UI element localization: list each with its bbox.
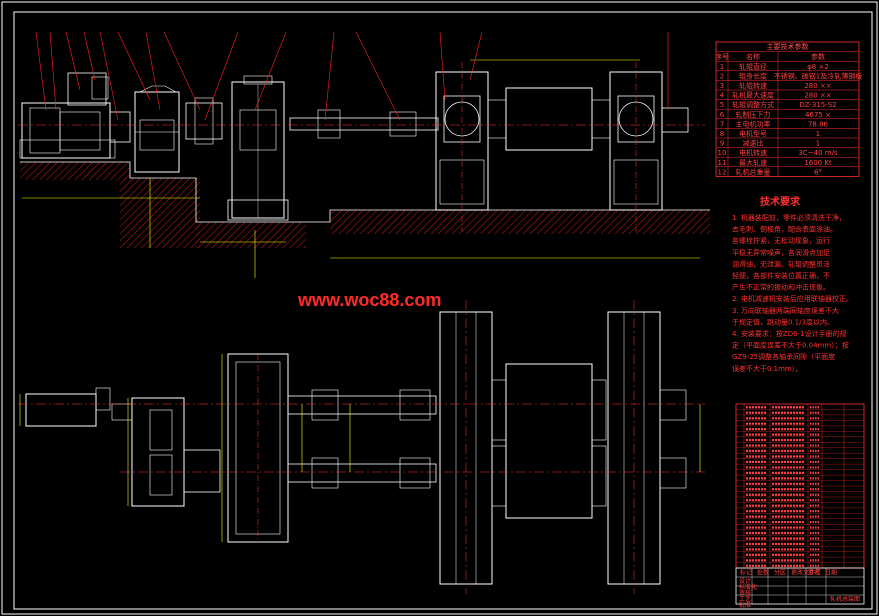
- foundation-stands: [330, 210, 710, 234]
- spec-table-cell: 主电机功率: [736, 119, 771, 128]
- spec-table-cell: 减速比: [743, 139, 764, 148]
- spec-table-header-cell: 名称: [746, 52, 760, 61]
- spec-table-cell: 7: [720, 120, 724, 128]
- reducer-plan: [131, 397, 185, 507]
- tech-requirement-line: 定（平面度误差不大于0.04mm）；按: [732, 341, 849, 350]
- spec-table-cell: 最大轧速: [739, 158, 767, 167]
- spec-table-cell: 12: [718, 168, 727, 176]
- title-block-label: 标记: [740, 569, 752, 577]
- spec-table-cell: φ8 ×2: [807, 63, 829, 71]
- spec-table-cell: 1: [816, 140, 820, 148]
- plan-view: [18, 300, 705, 594]
- title-block-label: 更改文件号: [791, 569, 821, 577]
- spec-table-cell: 78.86: [808, 120, 829, 128]
- tech-requirement-line: 各螺栓拧紧，无松动现象，运行: [732, 236, 830, 245]
- title-block-role: 批准: [739, 601, 751, 609]
- spec-table-title: 主要技术参数: [767, 42, 809, 51]
- tech-requirement-line: 产生不正常的振动和冲击现象。: [732, 283, 830, 292]
- title-block-label: 签名: [808, 569, 820, 577]
- spec-table-cell: 2: [720, 72, 724, 80]
- spec-table-cell: 不锈钢、碳钢1及冷轧薄钢板: [774, 71, 862, 80]
- title-block-label: 日期: [825, 569, 837, 577]
- spec-table-cell: 4675 ×: [805, 111, 831, 119]
- tech-requirement-line: 误差不大于0.1mm）。: [732, 364, 802, 373]
- tech-requirements-title: 技术要求: [760, 195, 801, 208]
- spec-table-cell: 10: [718, 149, 727, 157]
- spec-table-cell: 11: [718, 159, 727, 167]
- spec-table-cell: 电机转速: [739, 148, 767, 157]
- spec-table-cell: DZ-315-S2: [799, 101, 836, 109]
- title-block-role: 审核: [739, 589, 751, 597]
- tech-requirement-line: GZ9-25调整各轴承间隙（平面度: [732, 352, 835, 361]
- spec-table-cell: 1: [816, 130, 820, 138]
- spec-table-cell: 3C~40 m/s: [798, 149, 838, 157]
- title-block-label: 分区: [774, 569, 786, 577]
- title-block-role: 工艺: [739, 595, 751, 603]
- spec-table-cell: 280 ××: [804, 82, 831, 90]
- tech-requirement-line: 2. 电机减速机安装后应用联轴器校正。: [732, 294, 853, 303]
- spec-table-cell: 4: [720, 92, 725, 100]
- tech-requirement-line: 平稳无异常噪声，各润滑点加足: [732, 248, 830, 257]
- motor-plan: [25, 393, 97, 427]
- spec-table-header-cell: 序号: [715, 52, 729, 61]
- spec-table-cell: 轧机总重量: [736, 167, 771, 176]
- tech-requirement-line: 1. 机器装配前，零件必须清洗干净，: [732, 213, 846, 222]
- watermark: www.woc88.com: [297, 290, 441, 310]
- inner-frame: [13, 11, 873, 610]
- spec-table-cell: 轧机最大速度: [732, 91, 774, 100]
- spec-table-cell: 电机型号: [739, 129, 767, 138]
- elevation-view: [18, 59, 710, 278]
- spec-table-header-cell: 参数: [811, 52, 825, 61]
- leaders-top: [35, 31, 669, 121]
- foundation-left: [20, 162, 130, 180]
- title-block-role: 标准化: [739, 583, 757, 591]
- spec-table-cell: 辊身长度: [739, 71, 767, 80]
- title-block-label: 处数: [757, 569, 769, 577]
- tech-requirement-line: 轻便，各部件安装位置正确，不: [732, 271, 830, 280]
- tech-requirement-line: 4. 安装要求：按ZD6-1设计手册的规: [732, 329, 847, 338]
- roll-body: [505, 87, 593, 151]
- spec-table-cell: 6°: [814, 168, 822, 176]
- spec-table-cell: 轧制压下力: [736, 110, 771, 119]
- spec-table-cell: 9: [720, 140, 724, 148]
- spec-table-cell: 5: [720, 101, 724, 109]
- tech-requirement-line: 于规定值，跳动量0.1/3度以内。: [732, 317, 834, 326]
- spec-table-cell: 8: [720, 130, 724, 138]
- tech-requirement-line: 润滑油，无泄漏。轧辊调整灵活: [732, 259, 830, 268]
- spec-table: 主要技术参数序号 名称 参数 1 轧辊直径 φ8 ×2 2 辊身长度不锈钢、碳钢1及冷轧薄钢板…: [715, 41, 862, 177]
- spec-table-cell: 3: [720, 82, 724, 90]
- spec-table-cell: 轧辊调整方式: [732, 100, 774, 109]
- spec-table-cell: 轧辊直径: [739, 62, 767, 71]
- tech-requirement-line: 去毛刺、倒棱角，配合表面涂油。: [732, 225, 837, 234]
- spindle-upper: [289, 117, 439, 131]
- drawing-name: 轧机总装图: [830, 595, 860, 603]
- tech-requirement-line: 3. 万向联轴器两端同轴度误差不大: [732, 306, 839, 315]
- spec-table-cell: 轧辊转速: [739, 81, 767, 90]
- spec-table-cell: 280 ××: [804, 92, 831, 100]
- foundation-mid: [120, 178, 200, 248]
- spec-table-cell: 1: [720, 63, 724, 71]
- foundation-gearbox: [196, 222, 306, 248]
- title-block-role: 设计: [739, 577, 751, 585]
- spec-table-cell: 6: [720, 111, 725, 119]
- roll-plan: [505, 363, 593, 519]
- tech-requirements: 技术要求 1. 机器装配前，零件必须清洗干净， 去毛刺、倒棱角，配合表面涂油。 …: [732, 195, 853, 373]
- parts-list: 标记处数分区更改文件号签名日期设计标准化审核工艺批准 轧机总装图: [735, 403, 865, 609]
- spec-table-cell: 1600 Kt: [804, 159, 832, 167]
